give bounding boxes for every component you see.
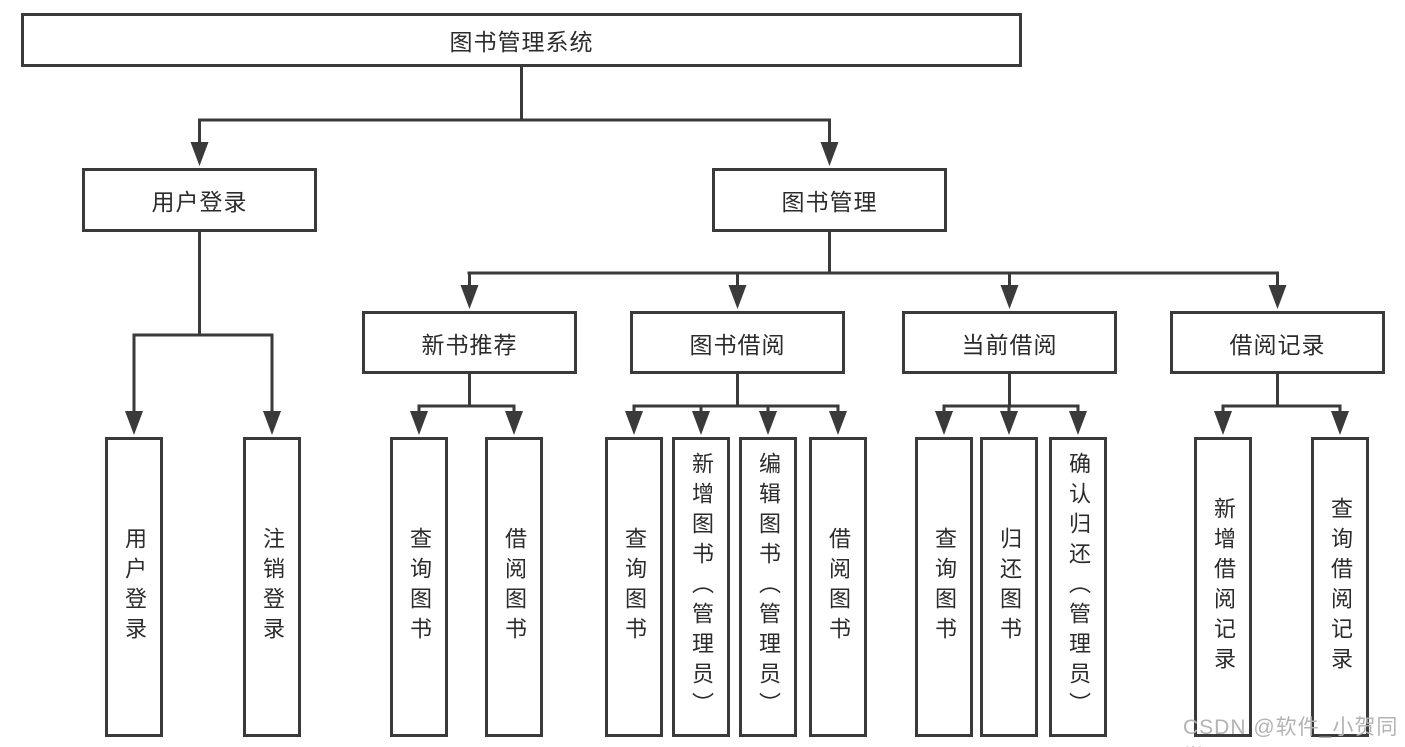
leaf-borrow-edit-books-admin-label: 编辑图书（管理员） (756, 452, 781, 722)
connector-book-management (460, 232, 1287, 309)
node-book-management: 图书管理 (712, 168, 947, 232)
node-root: 图书管理系统 (21, 13, 1022, 67)
connector-user-login (125, 232, 281, 435)
watermark: CSDN @软件_小贺同学 (1183, 716, 1399, 747)
leaf-borrow-add-books-admin: 新增图书（管理员） (672, 437, 730, 737)
leaf-record-add-record-label: 新增借阅记录 (1211, 497, 1236, 677)
leaf-newrec-borrow-books-label: 借阅图书 (502, 527, 527, 647)
leaf-newrec-borrow-books: 借阅图书 (485, 437, 543, 737)
leaf-newrec-query-books-label: 查询图书 (407, 527, 432, 647)
connector-new-book-recommend (410, 374, 523, 435)
node-root-label: 图书管理系统 (449, 29, 594, 55)
connector-borrow-record (1214, 374, 1349, 435)
leaf-newrec-query-books: 查询图书 (390, 437, 448, 737)
leaf-borrow-borrow-books-label: 借阅图书 (826, 527, 851, 647)
connector-root (190, 67, 839, 166)
node-current-borrow: 当前借阅 (902, 311, 1117, 374)
leaf-borrow-borrow-books: 借阅图书 (809, 437, 867, 737)
leaf-user-login-label: 用户登录 (122, 527, 147, 647)
leaf-current-query-books: 查询图书 (915, 437, 973, 737)
leaf-borrow-edit-books-admin: 编辑图书（管理员） (739, 437, 797, 737)
node-borrow-record: 借阅记录 (1170, 311, 1385, 374)
node-book-borrow-label: 图书借阅 (689, 331, 786, 358)
connector-book-borrow (625, 374, 847, 435)
leaf-current-return-books-label: 归还图书 (997, 527, 1022, 647)
leaf-logout-login-label: 注销登录 (260, 527, 285, 647)
leaf-record-add-record: 新增借阅记录 (1194, 437, 1252, 737)
node-user-login-label: 用户登录 (151, 189, 248, 215)
leaf-current-confirm-return-admin: 确认归还（管理员） (1049, 437, 1107, 737)
node-borrow-record-label: 借阅记录 (1229, 331, 1326, 358)
node-book-borrow: 图书借阅 (630, 311, 845, 374)
leaf-current-return-books: 归还图书 (980, 437, 1038, 737)
node-new-book-recommend-label: 新书推荐 (421, 331, 518, 358)
node-user-login: 用户登录 (82, 168, 317, 232)
connector-current-borrow (935, 374, 1087, 435)
leaf-borrow-add-books-admin-label: 新增图书（管理员） (689, 452, 714, 722)
node-book-management-label: 图书管理 (781, 189, 878, 215)
node-new-book-recommend: 新书推荐 (362, 311, 577, 374)
leaf-record-query-record: 查询借阅记录 (1311, 437, 1369, 737)
leaf-current-confirm-return-admin-label: 确认归还（管理员） (1066, 452, 1091, 722)
leaf-borrow-query-books: 查询图书 (605, 437, 663, 737)
leaf-user-login: 用户登录 (105, 437, 163, 737)
leaf-logout-login: 注销登录 (243, 437, 301, 737)
node-current-borrow-label: 当前借阅 (961, 331, 1058, 358)
leaf-borrow-query-books-label: 查询图书 (622, 527, 647, 647)
leaf-record-query-record-label: 查询借阅记录 (1328, 497, 1353, 677)
leaf-current-query-books-label: 查询图书 (932, 527, 957, 647)
